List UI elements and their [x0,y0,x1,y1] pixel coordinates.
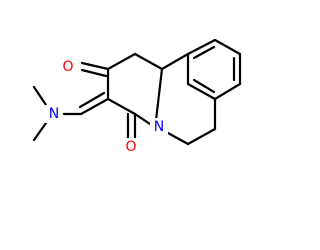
bond [106,97,137,116]
bond-double [79,97,110,116]
bond [166,131,190,146]
bond [106,52,137,71]
atom-bg [58,58,78,76]
atom-carbonyl-oxygen-2: O [125,139,136,155]
bond-double-inner [192,78,216,94]
atom-bg [121,138,141,156]
bond-double [78,91,106,109]
bond-double [80,61,110,71]
bond [154,67,164,122]
atom-carbonyl-oxygen-1: O [62,59,73,75]
bond [160,52,190,71]
molecule-drawing: O O N N [32,38,242,156]
bond [133,112,152,126]
atom-ring-nitrogen: N [154,119,164,135]
atom-amine-nitrogen: N [49,106,59,122]
bond [32,121,48,142]
bond [186,38,217,56]
bond-double-inner [192,45,216,60]
structure-diagram: O O N N [32,38,242,156]
bond [133,52,164,71]
bond [213,38,242,56]
bond [213,82,242,101]
atom-bg [150,118,168,136]
bond [32,85,48,107]
bonds [32,38,242,146]
bond-double [80,68,108,78]
bond [186,127,217,146]
atom-labels: O O N N [45,58,168,156]
atom-bg [45,105,63,123]
bond [186,82,217,101]
